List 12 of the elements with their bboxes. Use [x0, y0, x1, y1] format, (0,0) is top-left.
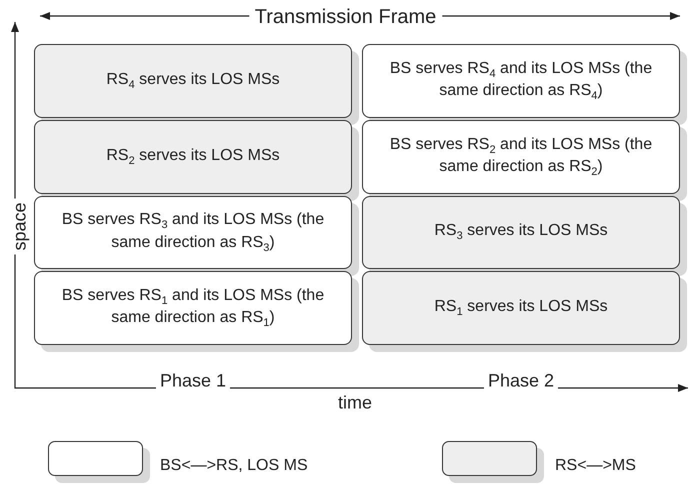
phase-label: Phase 2: [484, 370, 558, 392]
box-text: RS$_{1}$ serves its LOS MSs: [434, 296, 608, 320]
legend-label: RS<—>MS: [555, 457, 636, 475]
box-text: BS serves RS$_{3}$ and its LOS MSs (the same direction as RS$_{3}$): [60, 210, 326, 255]
box-text: BS serves RS$_{4}$ and its LOS MSs (the same direction as RS$_{4}$): [388, 58, 654, 104]
box-text: BS serves RS$_{1}$ and its LOS MSs (the same direction as RS$_{1}$): [60, 286, 326, 330]
phase-label: Phase 1: [156, 370, 230, 392]
box-text: RS$_{2}$ serves its LOS MSs: [106, 146, 280, 168]
box-text: BS serves RS$_{2}$ and its LOS MSs (the same direction as RS$_{2}$): [388, 134, 654, 180]
box-text: RS$_{4}$ serves its LOS MSs: [106, 70, 280, 92]
legend-label: BS<—>RS, LOS MS: [160, 457, 308, 475]
box-text: RS$_{3}$ serves its LOS MSs: [434, 221, 608, 244]
